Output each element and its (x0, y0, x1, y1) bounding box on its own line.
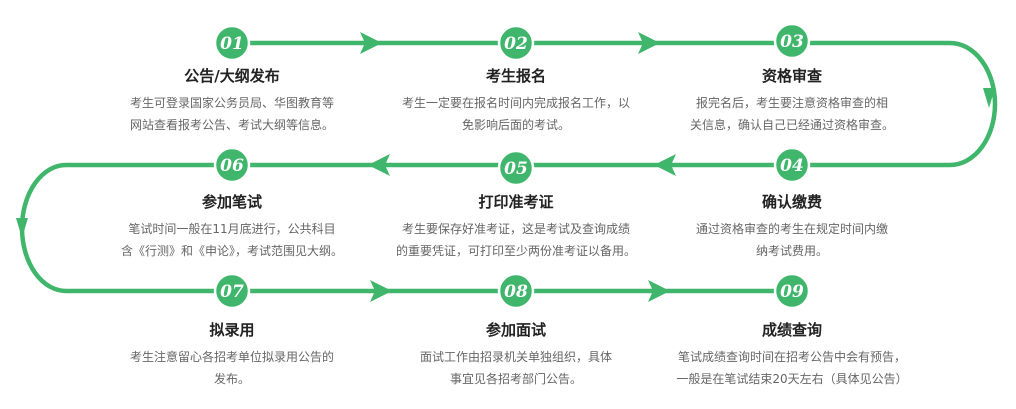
step-title: 公告/大纲发布 (184, 67, 280, 85)
step-05: 打印准考证 考生要保存好准考证，这是考试及查询成绩 的重要凭证，可打印至少两份准… (376, 192, 656, 262)
step-description: 笔试成绩查询时间在招考公告中会有预告， 一般是在笔试结束20天左右（具体见公告） (676, 350, 908, 386)
step-number-06: 06 (213, 146, 251, 184)
step-07: 拟录用 考生注意留心各招考单位拟录用公告的 发布。 (88, 320, 376, 390)
step-09: 成绩查询 笔试成绩查询时间在招考公告中会有预告， 一般是在笔试结束20天左右（具… (660, 320, 924, 390)
svg-text:03: 03 (780, 32, 804, 52)
step-description: 面试工作由招录机关单独组织，具体 事宜见各招考部门公告。 (419, 350, 612, 386)
step-06: 参加笔试 笔试时间一般在11月底进行，公共科目 含《行测》和《申论》，考试范围见… (96, 192, 368, 262)
step-description: 考生可登录国家公务员局、华图教育等 网站查看报考公告、考试大纲等信息。 (129, 96, 334, 132)
step-title: 参加面试 (485, 321, 546, 339)
step-number-05: 05 (497, 149, 535, 187)
step-number-01: 01 (213, 24, 251, 62)
arrow-down-icon (983, 88, 995, 108)
step-description: 考生一定要在报名时间内完成报名工作，以 免影响后面的考试。 (401, 96, 630, 132)
step-08: 参加面试 面试工作由招录机关单独组织，具体 事宜见各招考部门公告。 (376, 320, 656, 390)
arrow-left-icon (368, 154, 390, 176)
step-title: 确认缴费 (761, 193, 822, 211)
step-description: 报完名后，考生要注意资格审查的相 关信息，确认自己已经通过资格审查。 (689, 96, 894, 132)
svg-text:05: 05 (504, 159, 528, 179)
arrow-left-icon (654, 154, 676, 176)
step-number-07: 07 (213, 272, 251, 310)
step-title: 参加笔试 (201, 193, 262, 211)
step-title: 拟录用 (209, 321, 255, 339)
step-number-08: 08 (497, 272, 535, 310)
step-number-04: 04 (773, 146, 811, 184)
step-title: 考生报名 (485, 67, 546, 85)
step-number-02: 02 (497, 24, 535, 62)
svg-text:09: 09 (780, 282, 804, 302)
svg-text:07: 07 (220, 282, 244, 302)
arrow-right-icon (370, 280, 392, 302)
arrow-right-icon (360, 32, 382, 54)
step-description: 通过资格审查的考生在规定时间内缴 纳考试费用。 (695, 222, 888, 258)
svg-text:04: 04 (780, 156, 804, 176)
svg-text:02: 02 (504, 34, 528, 54)
svg-text:08: 08 (504, 282, 528, 302)
step-02: 考生报名 考生一定要在报名时间内完成报名工作，以 免影响后面的考试。 (376, 66, 656, 136)
step-title: 资格审查 (761, 67, 822, 85)
step-01: 公告/大纲发布 考生可登录国家公务员局、华图教育等 网站查看报考公告、考试大纲等… (100, 66, 364, 136)
arrow-right-icon (638, 32, 660, 54)
step-description: 考生注意留心各招考单位拟录用公告的 发布。 (129, 350, 334, 386)
arrow-down-icon (16, 218, 28, 238)
step-description: 考生要保存好准考证，这是考试及查询成绩 的重要凭证，可打印至少两份准考证以备用。 (395, 222, 636, 258)
svg-text:06: 06 (220, 156, 244, 176)
step-title: 成绩查询 (761, 321, 822, 339)
step-title: 打印准考证 (478, 193, 554, 211)
step-04: 确认缴费 通过资格审查的考生在规定时间内缴 纳考试费用。 (668, 192, 916, 262)
step-description: 笔试时间一般在11月底进行，公共科目 含《行测》和《申论》，考试范围见大纲。 (120, 222, 343, 258)
step-number-03: 03 (773, 22, 811, 60)
arrow-right-icon (648, 280, 670, 302)
step-number-09: 09 (773, 272, 811, 310)
step-03: 资格审查 报完名后，考生要注意资格审查的相 关信息，确认自己已经通过资格审查。 (668, 66, 916, 136)
svg-text:01: 01 (220, 34, 244, 54)
